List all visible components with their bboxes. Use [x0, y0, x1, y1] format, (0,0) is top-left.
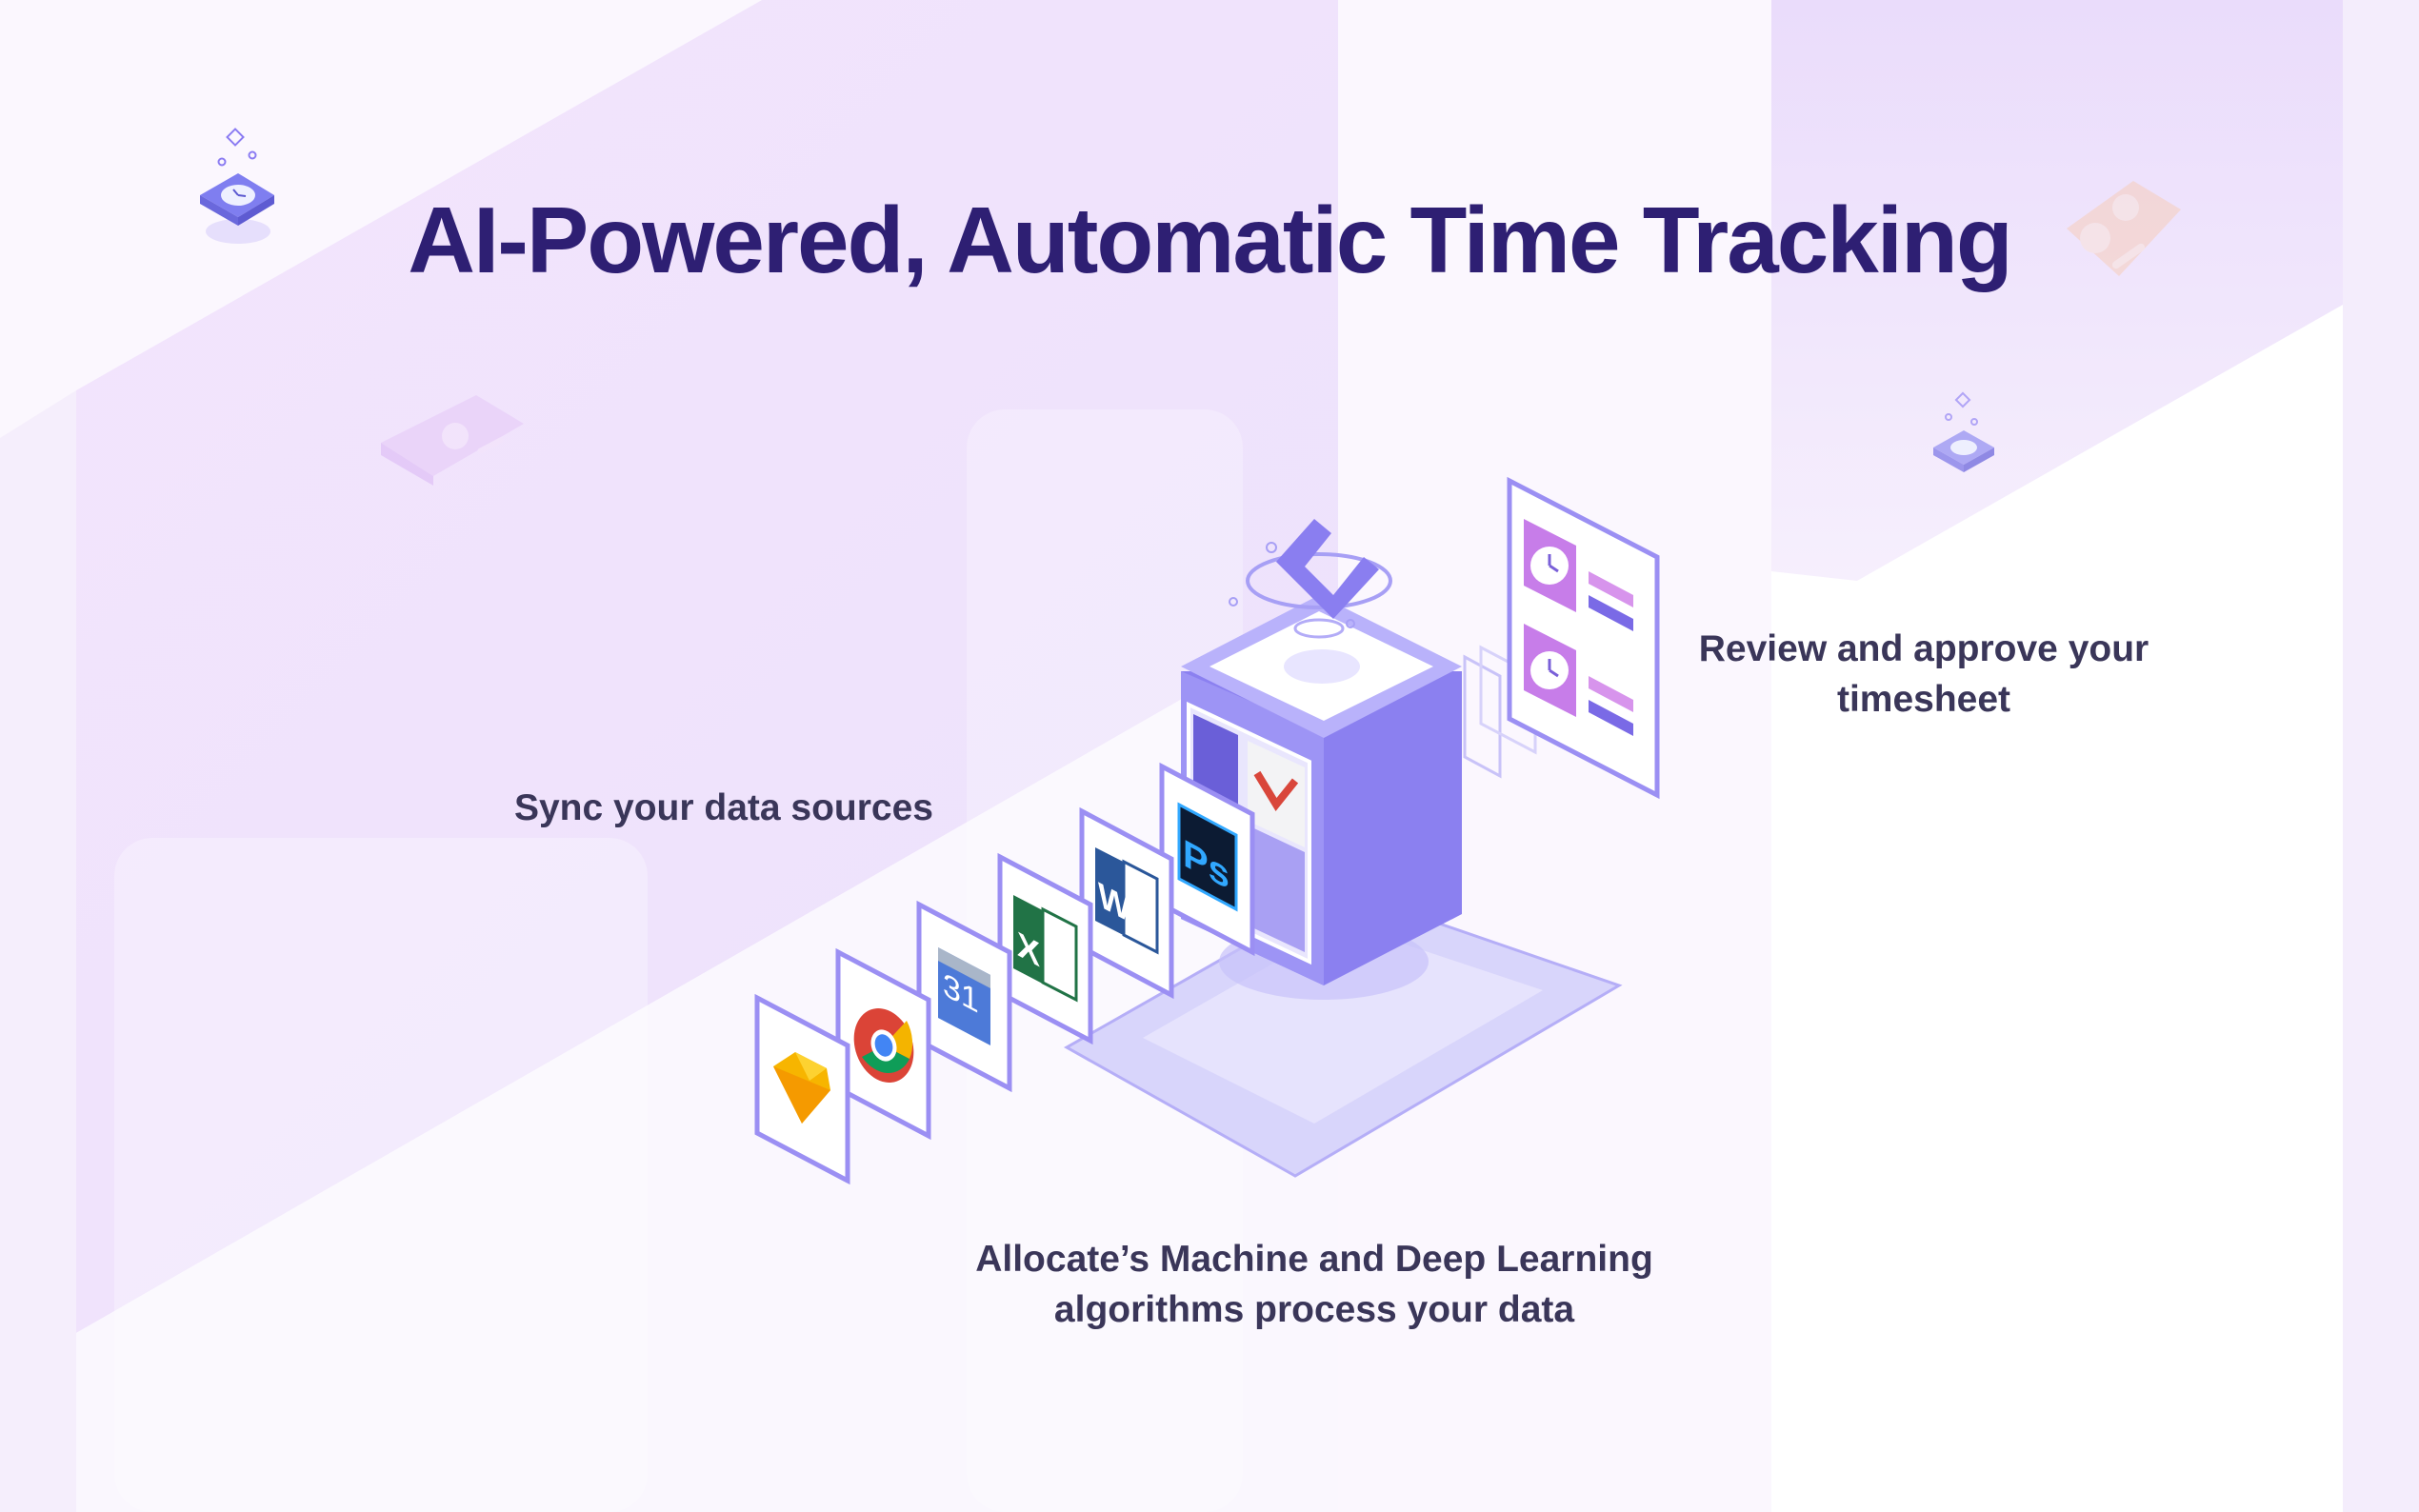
review-caption-line2: timesheet [1836, 679, 2011, 720]
word-icon: W [1079, 806, 1174, 1000]
review-caption-line1: Review and approve your [1698, 628, 2149, 669]
excel-icon: X [997, 852, 1093, 1045]
sync-caption-text: Sync your data sources [513, 787, 933, 828]
review-caption: Review and approve your timesheet [1657, 624, 2190, 725]
timesheet-card [1463, 476, 1660, 800]
allocate-caption-line2: algorithms process your data [1053, 1289, 1575, 1330]
photoshop-icon: Ps [1159, 762, 1255, 957]
allocate-caption: Allocate’s Machine and Deep Learning alg… [914, 1234, 1714, 1335]
page-title: AI-Powered, Automatic Time Tracking [408, 188, 2013, 292]
calendar-icon: 31 [916, 900, 1012, 1093]
sketch-icon [754, 993, 850, 1185]
chrome-icon [835, 947, 931, 1141]
sync-caption: Sync your data sources [476, 783, 971, 833]
allocate-caption-line1: Allocate’s Machine and Deep Learning [975, 1239, 1653, 1280]
allocate-logo-icon [1229, 519, 1392, 639]
